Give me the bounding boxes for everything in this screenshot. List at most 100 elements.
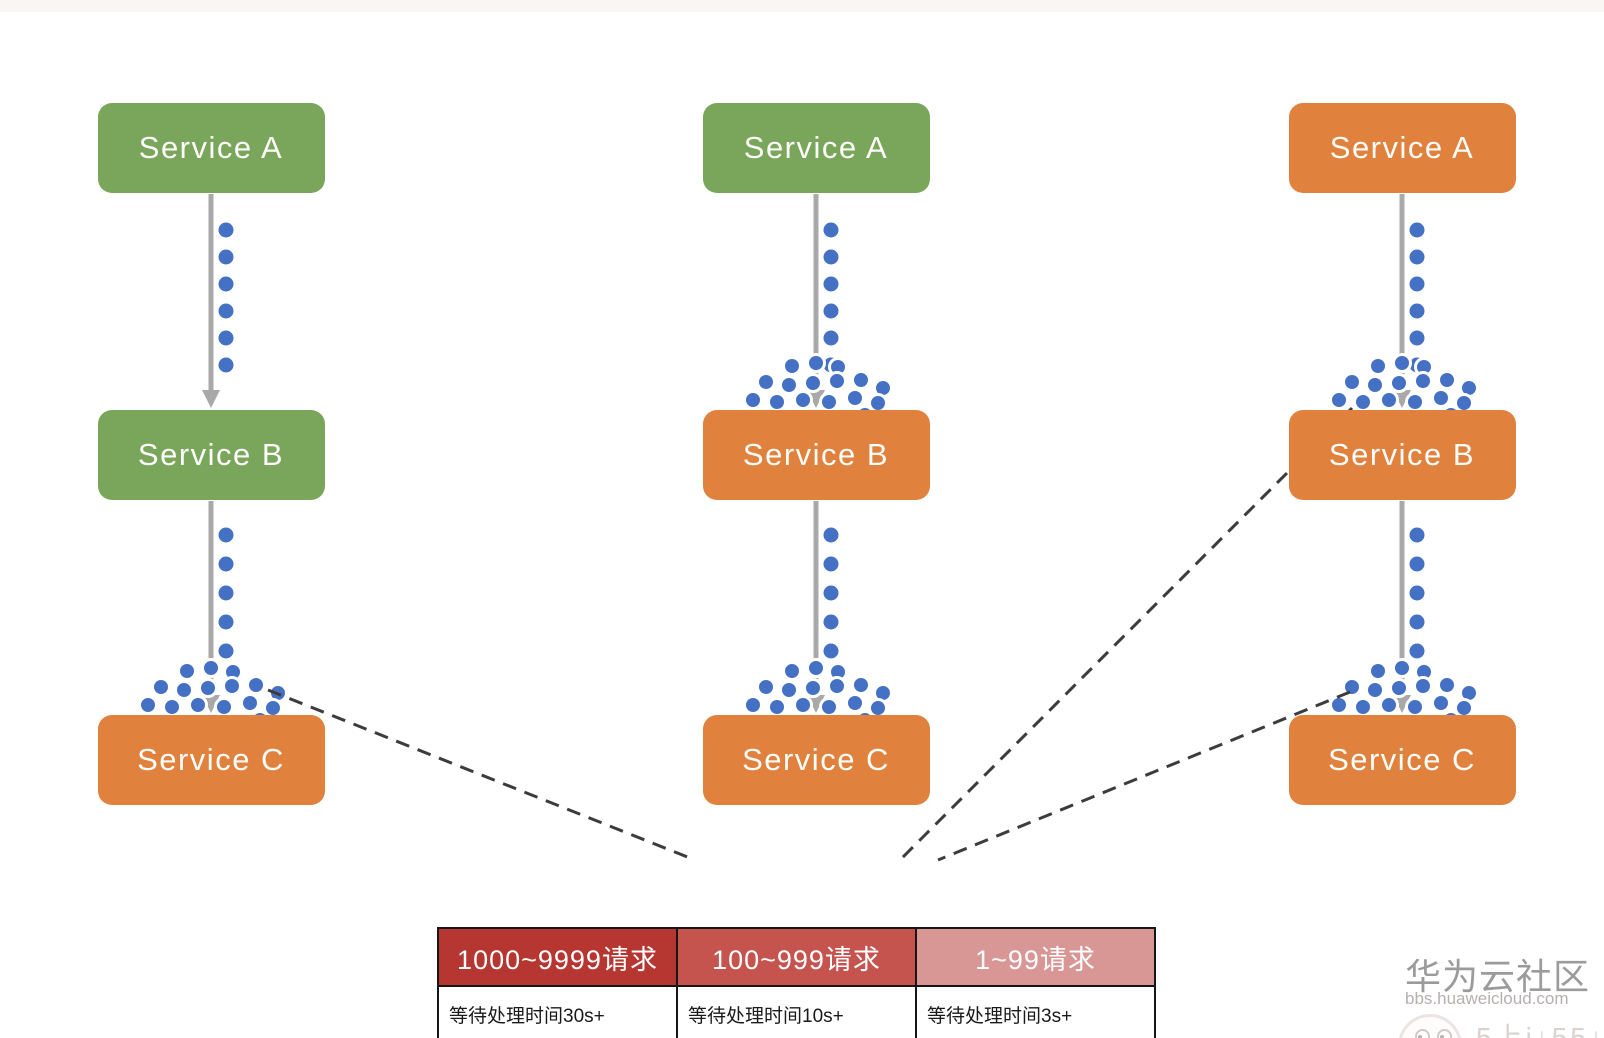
congestion-dot xyxy=(1389,678,1409,698)
congestion-dot xyxy=(177,661,197,681)
congestion-dot xyxy=(782,661,802,681)
request-dot xyxy=(823,643,839,659)
congestion-dot xyxy=(756,372,776,392)
congestion-dot xyxy=(1437,675,1457,695)
congestion-dot xyxy=(1389,373,1409,393)
congestion-dot xyxy=(779,680,799,700)
request-dot xyxy=(218,222,234,238)
congestion-dot xyxy=(819,697,839,717)
congestion-dot xyxy=(845,693,865,713)
congestion-dot xyxy=(138,695,158,715)
congestion-dot xyxy=(1437,370,1457,390)
dashed-connector xyxy=(267,688,696,862)
watermark-text-fragment: 5上i↓55↓页 xyxy=(1476,1022,1604,1038)
congestion-dot xyxy=(845,388,865,408)
service-box-a-col3: Service A xyxy=(1288,103,1516,193)
table-header-medium: 100~999请求 xyxy=(676,927,917,987)
congestion-dot xyxy=(1342,677,1362,697)
request-load-table: 1000~9999请求 100~999请求 1~99请求 等待处理时间30s+ … xyxy=(437,927,1156,1038)
request-dot xyxy=(823,527,839,543)
congestion-dot xyxy=(1413,371,1433,391)
congestion-dot xyxy=(827,371,847,391)
congestion-dot xyxy=(1368,661,1388,681)
request-dot xyxy=(1409,303,1425,319)
request-dot xyxy=(1409,330,1425,346)
table-cell-wait-10s: 等待处理时间10s+ xyxy=(676,985,917,1038)
service-box-b-col2: Service B xyxy=(702,410,930,500)
table-header-row: 1000~9999请求 100~999请求 1~99请求 xyxy=(437,927,1156,987)
congestion-dot xyxy=(222,676,242,696)
congestion-dot xyxy=(743,695,763,715)
table-cell-wait-3s: 等待处理时间3s+ xyxy=(915,985,1156,1038)
doodle-eye-icon xyxy=(1437,1029,1452,1038)
dashed-connector xyxy=(898,406,1354,862)
congestion-dot xyxy=(214,697,234,717)
request-dot xyxy=(1409,249,1425,265)
table-cell-wait-30s: 等待处理时间30s+ xyxy=(437,985,678,1038)
request-dot xyxy=(218,330,234,346)
doodle-face-icon xyxy=(1398,1014,1462,1038)
service-box-b-col1: Service B xyxy=(97,410,325,500)
request-dot xyxy=(823,222,839,238)
request-dot xyxy=(823,249,839,265)
watermark-doodle: 5上i↓55↓页 xyxy=(1390,1008,1604,1038)
table-body-row: 等待处理时间30s+ 等待处理时间10s+ 等待处理时间3s+ xyxy=(437,985,1156,1038)
congestion-dot xyxy=(767,392,787,412)
request-dot xyxy=(1409,643,1425,659)
congestion-dot xyxy=(803,678,823,698)
congestion-dot xyxy=(1413,676,1433,696)
request-dot xyxy=(218,276,234,292)
congestion-dot xyxy=(1365,680,1385,700)
congestion-dot xyxy=(1329,390,1349,410)
service-box-a-col2: Service A xyxy=(702,103,930,193)
service-box-a-col1: Service A xyxy=(97,103,325,193)
request-dot xyxy=(1409,222,1425,238)
flow-arrow xyxy=(202,194,220,408)
congestion-dot xyxy=(767,697,787,717)
request-dot xyxy=(218,556,234,572)
congestion-dot xyxy=(151,677,171,697)
congestion-dot xyxy=(1379,695,1399,715)
table-header-heavy: 1000~9999请求 xyxy=(437,927,678,987)
service-box-c-col3: Service C xyxy=(1288,715,1516,805)
congestion-dot xyxy=(1368,356,1388,376)
table-header-light: 1~99请求 xyxy=(915,927,1156,987)
dashed-connector xyxy=(937,690,1351,862)
congestion-dot xyxy=(1392,353,1412,373)
congestion-dot xyxy=(1365,375,1385,395)
congestion-dot xyxy=(1405,392,1425,412)
congestion-dot xyxy=(1405,697,1425,717)
request-dot xyxy=(1409,527,1425,543)
congestion-dot xyxy=(246,675,266,695)
congestion-dot xyxy=(1353,697,1373,717)
request-dot xyxy=(823,276,839,292)
congestion-dot xyxy=(851,370,871,390)
request-dot xyxy=(218,614,234,630)
service-box-c-col2: Service C xyxy=(702,715,930,805)
request-dot xyxy=(823,303,839,319)
request-dot xyxy=(218,357,234,373)
service-box-b-col3: Service B xyxy=(1288,410,1516,500)
request-dot xyxy=(1409,556,1425,572)
request-dot xyxy=(1409,585,1425,601)
congestion-dot xyxy=(756,677,776,697)
congestion-dot xyxy=(1342,372,1362,392)
congestion-dot xyxy=(162,697,182,717)
request-dot xyxy=(1409,614,1425,630)
congestion-dot xyxy=(793,695,813,715)
watermark-title: 华为云社区 xyxy=(1405,956,1591,997)
watermark-url: bbs.huaweicloud.com xyxy=(1405,989,1569,1008)
request-dot xyxy=(218,527,234,543)
congestion-dot xyxy=(819,392,839,412)
request-dot xyxy=(218,643,234,659)
request-dot xyxy=(823,556,839,572)
request-dot xyxy=(823,585,839,601)
congestion-dot xyxy=(779,375,799,395)
top-accent-band xyxy=(0,0,1604,12)
congestion-dot xyxy=(827,676,847,696)
service-box-c-col1: Service C xyxy=(97,715,325,805)
request-dot xyxy=(218,585,234,601)
congestion-dot xyxy=(1431,693,1451,713)
congestion-dot xyxy=(188,695,208,715)
